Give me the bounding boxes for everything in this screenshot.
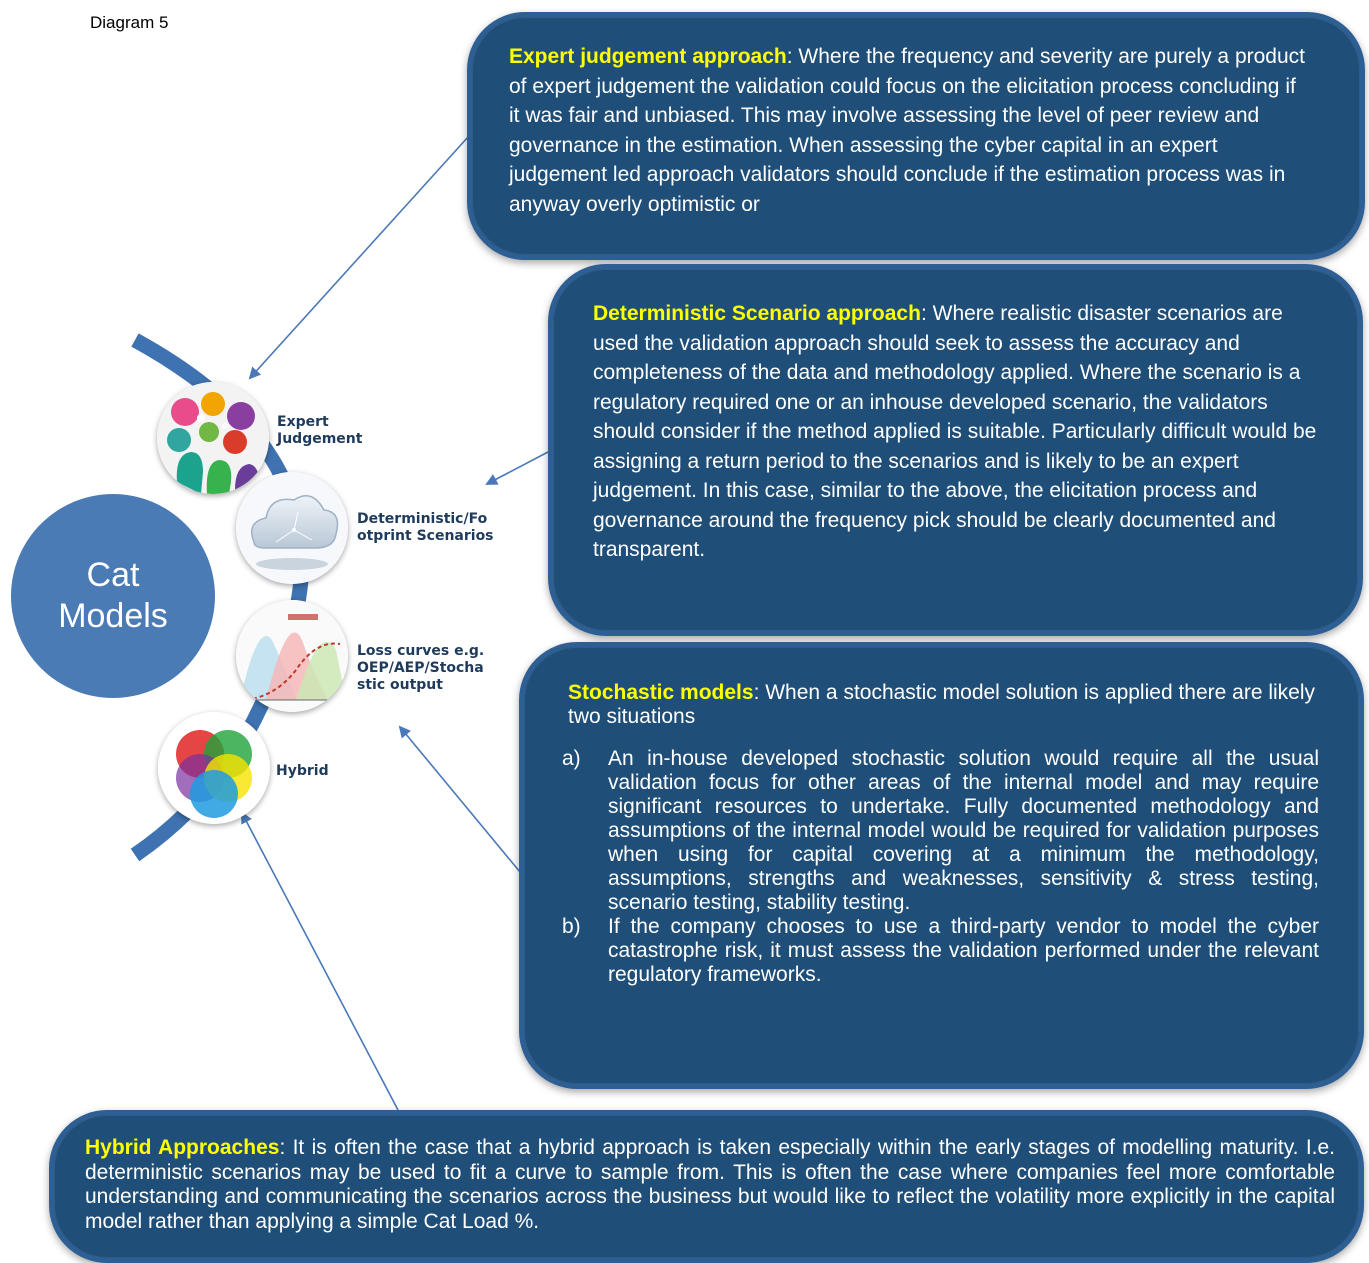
arrow-hybrid <box>241 811 399 1111</box>
arrow-stochastic <box>398 725 521 873</box>
list-marker: a) <box>562 747 581 770</box>
list-item-text: If the company chooses to use a third-pa… <box>608 915 1319 986</box>
loss-label-line1: Loss curves e.g. <box>357 643 485 659</box>
list-item: a) An in-house developed stochastic solu… <box>562 747 1319 915</box>
deterministic-node <box>236 472 348 584</box>
curves-icon <box>236 600 348 712</box>
stochastic-situations-list: a) An in-house developed stochastic solu… <box>562 747 1319 987</box>
expert-judgement-label: Expert Judgement <box>277 414 362 448</box>
loss-label-line3: stic output <box>357 677 443 693</box>
cat-models-line1: Cat <box>86 556 140 594</box>
hybrid-box-title: Hybrid Approaches <box>85 1136 280 1159</box>
diagram-caption: Diagram 5 <box>90 13 169 32</box>
hybrid-label: Hybrid <box>276 763 329 779</box>
cat-models-circle: Cat Models <box>11 494 215 698</box>
loss-curves-node <box>236 600 348 712</box>
deterministic-scenario-box: Deterministic Scenario approach: Where r… <box>548 264 1363 636</box>
expert-label-line1: Expert <box>277 414 329 430</box>
expert-judgement-node <box>157 382 269 494</box>
expert-box-title: Expert judgement approach <box>509 45 787 68</box>
hybrid-approaches-box: Hybrid Approaches: It is often the case … <box>49 1110 1364 1263</box>
venn-icon <box>158 712 270 824</box>
deterministic-box-title: Deterministic Scenario approach <box>593 302 921 325</box>
cat-models-line2: Models <box>58 597 168 635</box>
hybrid-node <box>158 712 270 824</box>
list-item: b) If the company chooses to use a third… <box>562 915 1319 987</box>
stochastic-box-text: : When a stochastic model solution is ap… <box>568 681 1316 728</box>
cloud-icon <box>236 472 348 584</box>
expert-box-text: : Where the frequency and severity are p… <box>509 45 1305 216</box>
list-marker: b) <box>562 915 581 938</box>
deterministic-label: Deterministic/Fo otprint Scenarios <box>357 511 494 545</box>
deterministic-label-line2: otprint Scenarios <box>357 528 494 544</box>
arrow-expert <box>248 136 469 380</box>
list-item-text: An in-house developed stochastic solutio… <box>608 747 1319 914</box>
deterministic-label-line1: Deterministic/Fo <box>357 511 488 527</box>
expert-label-line2: Judgement <box>277 431 363 447</box>
stochastic-models-box: Stochastic models: When a stochastic mod… <box>519 642 1364 1089</box>
arrow-deterministic <box>485 451 549 485</box>
loss-curves-label: Loss curves e.g. OEP/AEP/Stocha stic out… <box>357 643 484 694</box>
people-silhouettes-icon <box>157 382 269 494</box>
loss-label-line2: OEP/AEP/Stocha <box>357 660 484 676</box>
expert-judgement-box: Expert judgement approach: Where the fre… <box>467 12 1365 260</box>
stochastic-box-title: Stochastic models <box>568 681 754 704</box>
hybrid-box-text: : It is often the case that a hybrid app… <box>85 1136 1335 1233</box>
deterministic-box-text: : Where realistic disaster scenarios are… <box>593 302 1317 561</box>
